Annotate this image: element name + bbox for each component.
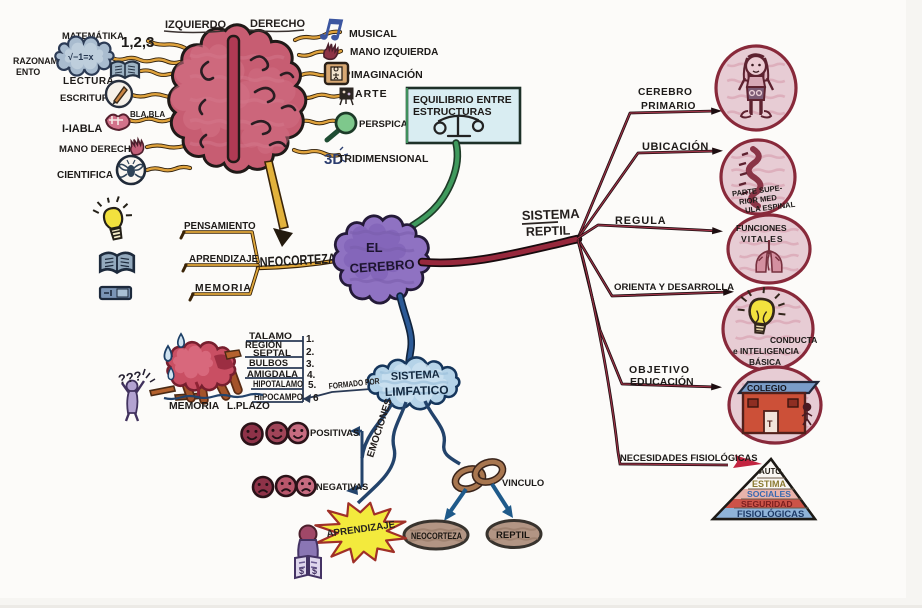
svg-text:I-IABLA: I-IABLA xyxy=(62,123,102,135)
svg-text:IMAGINACIÓN: IMAGINACIÓN xyxy=(351,68,423,81)
svg-text:VITALES: VITALES xyxy=(741,234,784,244)
svg-text:REGULA: REGULA xyxy=(615,215,667,227)
svg-text:NEOCORTEZA: NEOCORTEZA xyxy=(411,531,462,541)
svg-text:NEOCORTEZA: NEOCORTEZA xyxy=(259,250,336,270)
svg-text:ARTE: ARTE xyxy=(355,88,388,100)
svg-text:AUTO.: AUTO. xyxy=(759,467,784,476)
svg-text:$: $ xyxy=(299,566,304,576)
svg-text:UBICACIÓN: UBICACIÓN xyxy=(642,140,709,153)
svg-text:EL: EL xyxy=(366,240,383,255)
svg-text:OBJETIVO: OBJETIVO xyxy=(629,364,690,376)
svg-text:IZQUIERDO: IZQUIERDO xyxy=(165,19,227,31)
svg-text:SEGURIDAD: SEGURIDAD xyxy=(741,499,793,509)
svg-text:COLEGIO: COLEGIO xyxy=(747,383,787,393)
svg-text:5.: 5. xyxy=(308,380,317,391)
svg-text:L.PLAZO: L.PLAZO xyxy=(227,401,270,412)
svg-text:REGIÓN: REGIÓN xyxy=(245,339,282,350)
svg-text:√−1=x: √−1=x xyxy=(68,52,93,62)
svg-text:MUSICAL: MUSICAL xyxy=(349,28,397,40)
svg-text:6: 6 xyxy=(313,393,319,404)
svg-text:PENSAMIENTO: PENSAMIENTO xyxy=(184,221,256,232)
svg-text:BLA,BLA: BLA,BLA xyxy=(130,110,165,119)
svg-text:VINCULO: VINCULO xyxy=(502,477,544,488)
svg-text:AMIGDALA: AMIGDALA xyxy=(247,369,298,379)
svg-text:BULBOS: BULBOS xyxy=(249,358,288,368)
svg-text:1,2,3: 1,2,3 xyxy=(121,34,154,51)
svg-text:REPTIL: REPTIL xyxy=(496,530,530,541)
svg-text:PRIMARIO: PRIMARIO xyxy=(641,101,696,112)
svg-text:3.: 3. xyxy=(306,359,315,370)
svg-text:FUNCIONES: FUNCIONES xyxy=(736,223,787,233)
svg-text:NEGATIVAS: NEGATIVAS xyxy=(316,482,368,492)
svg-text:POSITIVAS: POSITIVAS xyxy=(310,427,359,438)
svg-text:LIMFATICO: LIMFATICO xyxy=(385,383,449,399)
svg-text:MANO DERECHA: MANO DERECHA xyxy=(59,144,138,155)
svg-text:LECTURA: LECTURA xyxy=(63,76,114,87)
svg-text:CONDUCTA: CONDUCTA xyxy=(770,335,817,345)
svg-text:APRENDIZAJE: APRENDIZAJE xyxy=(189,254,259,265)
svg-text:CIENTIFICA: CIENTIFICA xyxy=(57,170,113,181)
svg-text:e INTELIGENCIA: e INTELIGENCIA xyxy=(733,346,799,356)
svg-text:SOCIALES: SOCIALES xyxy=(747,489,791,499)
svg-text:REPTIL: REPTIL xyxy=(526,223,571,239)
svg-text:EDUCACIÓN: EDUCACIÓN xyxy=(630,375,694,388)
svg-text:3D: 3D xyxy=(324,151,343,168)
svg-text:MATEMÁTIKA: MATEMÁTIKA xyxy=(62,31,124,41)
svg-text:TALAMO: TALAMO xyxy=(249,331,292,341)
svg-text:1.: 1. xyxy=(306,334,315,345)
svg-text:NECESIDADES FISIOLÓGICAS: NECESIDADES FISIOLÓGICAS xyxy=(620,452,758,463)
svg-text:T: T xyxy=(767,419,773,429)
svg-text:MEMORIA: MEMORIA xyxy=(169,401,220,412)
svg-text:FISIOLÓGICAS: FISIOLÓGICAS xyxy=(737,508,804,519)
svg-text:SISTEMA: SISTEMA xyxy=(391,368,441,383)
svg-text:SEPTAL: SEPTAL xyxy=(253,348,291,358)
svg-text:2.: 2. xyxy=(306,347,315,358)
svg-text:SISTEMA: SISTEMA xyxy=(522,206,581,223)
svg-text:4.: 4. xyxy=(307,370,316,381)
svg-text:BÁSICA: BÁSICA xyxy=(749,356,781,367)
svg-text:ENTO: ENTO xyxy=(16,67,40,77)
svg-text:ESTRUCTURAS: ESTRUCTURAS xyxy=(413,107,492,118)
svg-text:TRIDIMENSIONAL: TRIDIMENSIONAL xyxy=(338,153,429,165)
svg-text:$: $ xyxy=(312,566,317,576)
svg-text:EQUILIBRIO ENTRE: EQUILIBRIO ENTRE xyxy=(413,95,512,106)
svg-text:PERSPICACIA: PERSPICACIA xyxy=(359,119,424,130)
svg-text:CEREBRO: CEREBRO xyxy=(349,256,415,275)
svg-text:ESTIMA: ESTIMA xyxy=(752,479,787,489)
svg-text:RAZONAMI-: RAZONAMI- xyxy=(13,56,63,66)
svg-text:???: ??? xyxy=(117,368,143,387)
svg-text:MANO IZQUIERDA: MANO IZQUIERDA xyxy=(350,47,438,58)
svg-text:ESCRITURA: ESCRITURA xyxy=(60,93,116,104)
svg-text:HIPOCAMPO: HIPOCAMPO xyxy=(254,392,303,402)
svg-text:DERECHO: DERECHO xyxy=(250,18,305,30)
svg-text:CEREBRO: CEREBRO xyxy=(638,87,692,98)
svg-text:ORIENTA Y DESARROLLA: ORIENTA Y DESARROLLA xyxy=(614,282,734,293)
svg-text:HIPOTALAMO: HIPOTALAMO xyxy=(253,379,303,389)
svg-text:MEMORIA: MEMORIA xyxy=(195,283,252,294)
